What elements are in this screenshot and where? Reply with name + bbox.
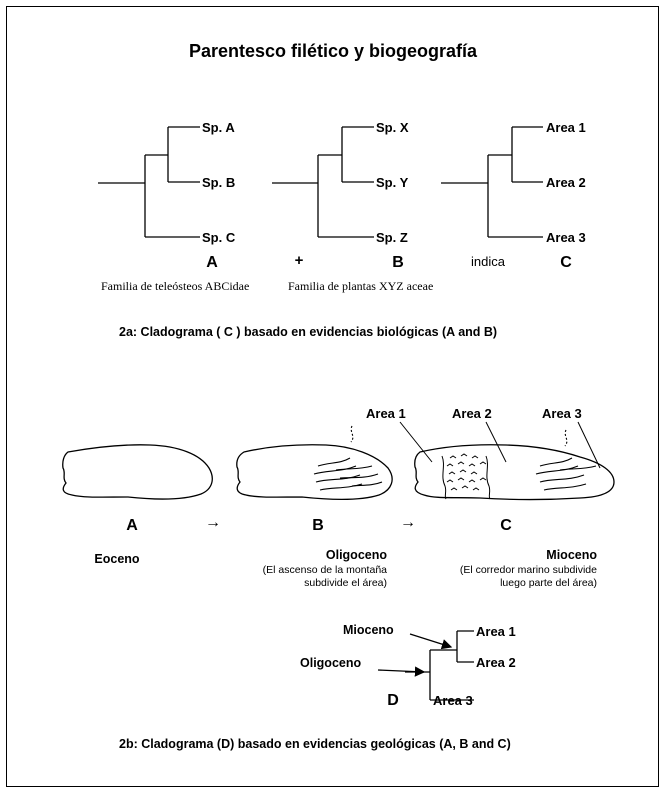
label-a-top: A <box>206 254 218 271</box>
epoch-oligoceno: Oligoceno <box>326 548 387 562</box>
cladogram-a <box>98 126 200 238</box>
d-leaf-area-3: Area 3 <box>433 693 473 708</box>
epoch-mioceno: Mioceno <box>546 548 597 562</box>
leaf-sp-a: Sp. A <box>202 120 235 135</box>
cladogram-c <box>441 126 543 238</box>
leaf-area-1: Area 1 <box>546 120 586 135</box>
caption-family-b: Familia de plantas XYZ aceae <box>288 279 433 293</box>
map-c-mountains <box>535 429 597 491</box>
figure-title: Parentesco filético y biogeografía <box>189 41 478 61</box>
d-leaf-area-1: Area 1 <box>476 624 516 639</box>
map-letter-a: A <box>126 517 138 534</box>
map-letter-b: B <box>312 517 324 534</box>
caption-2b: 2b: Cladograma (D) basado en evidencias … <box>119 737 511 751</box>
leaf-sp-x: Sp. X <box>376 120 409 135</box>
d-leaf-area-2: Area 2 <box>476 655 516 670</box>
label-c-top: C <box>560 254 572 271</box>
map-label-area-1: Area 1 <box>366 406 406 421</box>
caption-2a: 2a: Cladograma ( C ) basado en evidencia… <box>119 325 497 339</box>
area-pointer-lines <box>399 421 601 469</box>
map-letter-c: C <box>500 517 512 534</box>
note-mioceno-2: luego parte del área) <box>500 577 597 589</box>
cladogram-b <box>272 126 374 238</box>
map-b-outline <box>236 444 393 501</box>
map-arrow-1: → <box>205 514 221 531</box>
cladogram-d <box>377 630 474 701</box>
leaf-sp-z: Sp. Z <box>376 230 408 245</box>
leaf-sp-c: Sp. C <box>202 230 236 245</box>
note-oligoceno-2: subdivide el área) <box>304 577 387 589</box>
caption-family-a: Familia de teleósteos ABCidae <box>101 279 249 293</box>
leaf-area-2: Area 2 <box>546 175 586 190</box>
note-oligoceno-1: (El ascenso de la montaña <box>263 564 387 576</box>
leaf-sp-y: Sp. Y <box>376 175 409 190</box>
epoch-eoceno: Eoceno <box>94 552 140 566</box>
map-arrow-2: → <box>400 514 416 531</box>
figure-frame <box>6 6 659 787</box>
map-a-outline <box>62 444 213 500</box>
indica-label: indica <box>471 254 506 269</box>
d-label-oligoceno: Oligoceno <box>300 656 361 670</box>
note-mioceno-1: (El corredor marino subdivide <box>460 564 597 576</box>
map-b-mountains <box>313 425 383 491</box>
leaf-area-3: Area 3 <box>546 230 586 245</box>
map-label-area-2: Area 2 <box>452 406 492 421</box>
label-b-top: B <box>392 254 404 271</box>
map-c-outline <box>414 444 615 501</box>
plus-sign: + <box>295 252 304 269</box>
d-letter: D <box>387 692 399 709</box>
leaf-sp-b: Sp. B <box>202 175 235 190</box>
d-label-mioceno: Mioceno <box>343 623 394 637</box>
map-label-area-3: Area 3 <box>542 406 582 421</box>
map-c-sea-corridor <box>441 453 491 500</box>
